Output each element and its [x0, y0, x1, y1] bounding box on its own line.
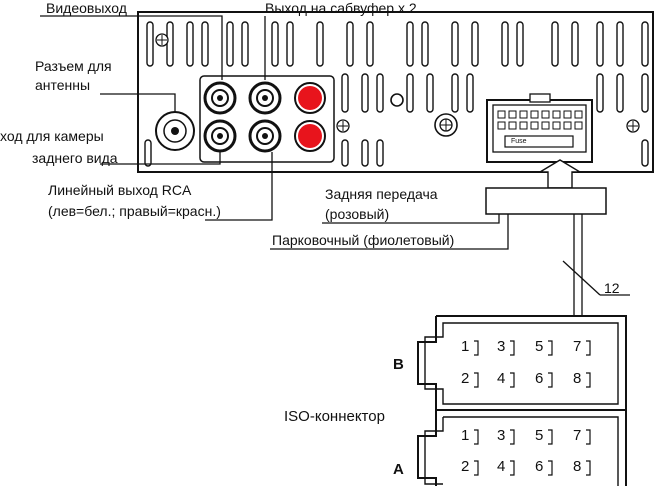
head-unit-back-panel — [137, 11, 654, 173]
pin-b-1: 1 — [461, 338, 470, 355]
label-camera-line2: заднего вида — [32, 150, 118, 166]
pin-b-5: 5 — [535, 338, 544, 355]
pin-a-7: 7 — [573, 427, 582, 444]
pin-b-4: 4 — [497, 370, 506, 387]
pin-a-4: 4 — [497, 458, 506, 475]
label-video-out: Видеовыход — [46, 0, 127, 16]
pin-b-6: 6 — [535, 370, 544, 387]
pin-b-7: 7 — [573, 338, 582, 355]
pin-b-3: 3 — [497, 338, 506, 355]
label-subwoofer-out: Выход на сабвуфер x 2 — [265, 0, 417, 16]
label-camera-line1: ход для камеры — [0, 128, 104, 144]
rca-line-right-red — [294, 120, 326, 152]
callout-lines — [40, 15, 630, 316]
pin-b-8: 8 — [573, 370, 582, 387]
label-rca-line2: (лев=бел.; правый=красн.) — [48, 203, 221, 219]
iso-connector-body — [417, 315, 627, 486]
pin-a-3: 3 — [497, 427, 506, 444]
rca-video-out — [203, 81, 237, 115]
screw-center-hole — [390, 93, 404, 107]
screw-right — [626, 119, 640, 133]
label-antenna-line2: антенны — [35, 77, 91, 93]
connector-a-letter: A — [393, 461, 404, 478]
label-iso-connector: ISO-коннектор — [284, 408, 385, 425]
iso-pin-markers — [474, 340, 591, 476]
ground-bolt — [434, 113, 458, 137]
pin-b-2: 2 — [461, 370, 470, 387]
rca-sub-right-red — [294, 82, 326, 114]
label-rca-line1: Линейный выход RCA — [48, 182, 192, 198]
label-reverse-line1: Задняя передача — [325, 186, 438, 202]
harness-socket — [486, 93, 593, 163]
screw-mid — [336, 119, 350, 133]
label-fuse: Fuse — [511, 138, 527, 145]
pin-a-8: 8 — [573, 458, 582, 475]
label-parking: Парковочный (фиолетовый) — [272, 232, 455, 248]
cooling-slots — [144, 21, 649, 167]
connector-b-letter: B — [393, 356, 404, 373]
rca-line-left — [248, 119, 282, 153]
pin-a-2: 2 — [461, 458, 470, 475]
label-antenna-line1: Разъем для — [35, 58, 112, 74]
pin-a-1: 1 — [461, 427, 470, 444]
pin-a-6: 6 — [535, 458, 544, 475]
antenna-socket — [155, 111, 195, 151]
rca-sub-left — [248, 81, 282, 115]
label-reverse-line2: (розовый) — [325, 206, 390, 222]
rca-camera-in — [203, 119, 237, 153]
pin-a-5: 5 — [535, 427, 544, 444]
screw-left — [155, 33, 169, 47]
label-cable-number: 12 — [604, 280, 620, 296]
